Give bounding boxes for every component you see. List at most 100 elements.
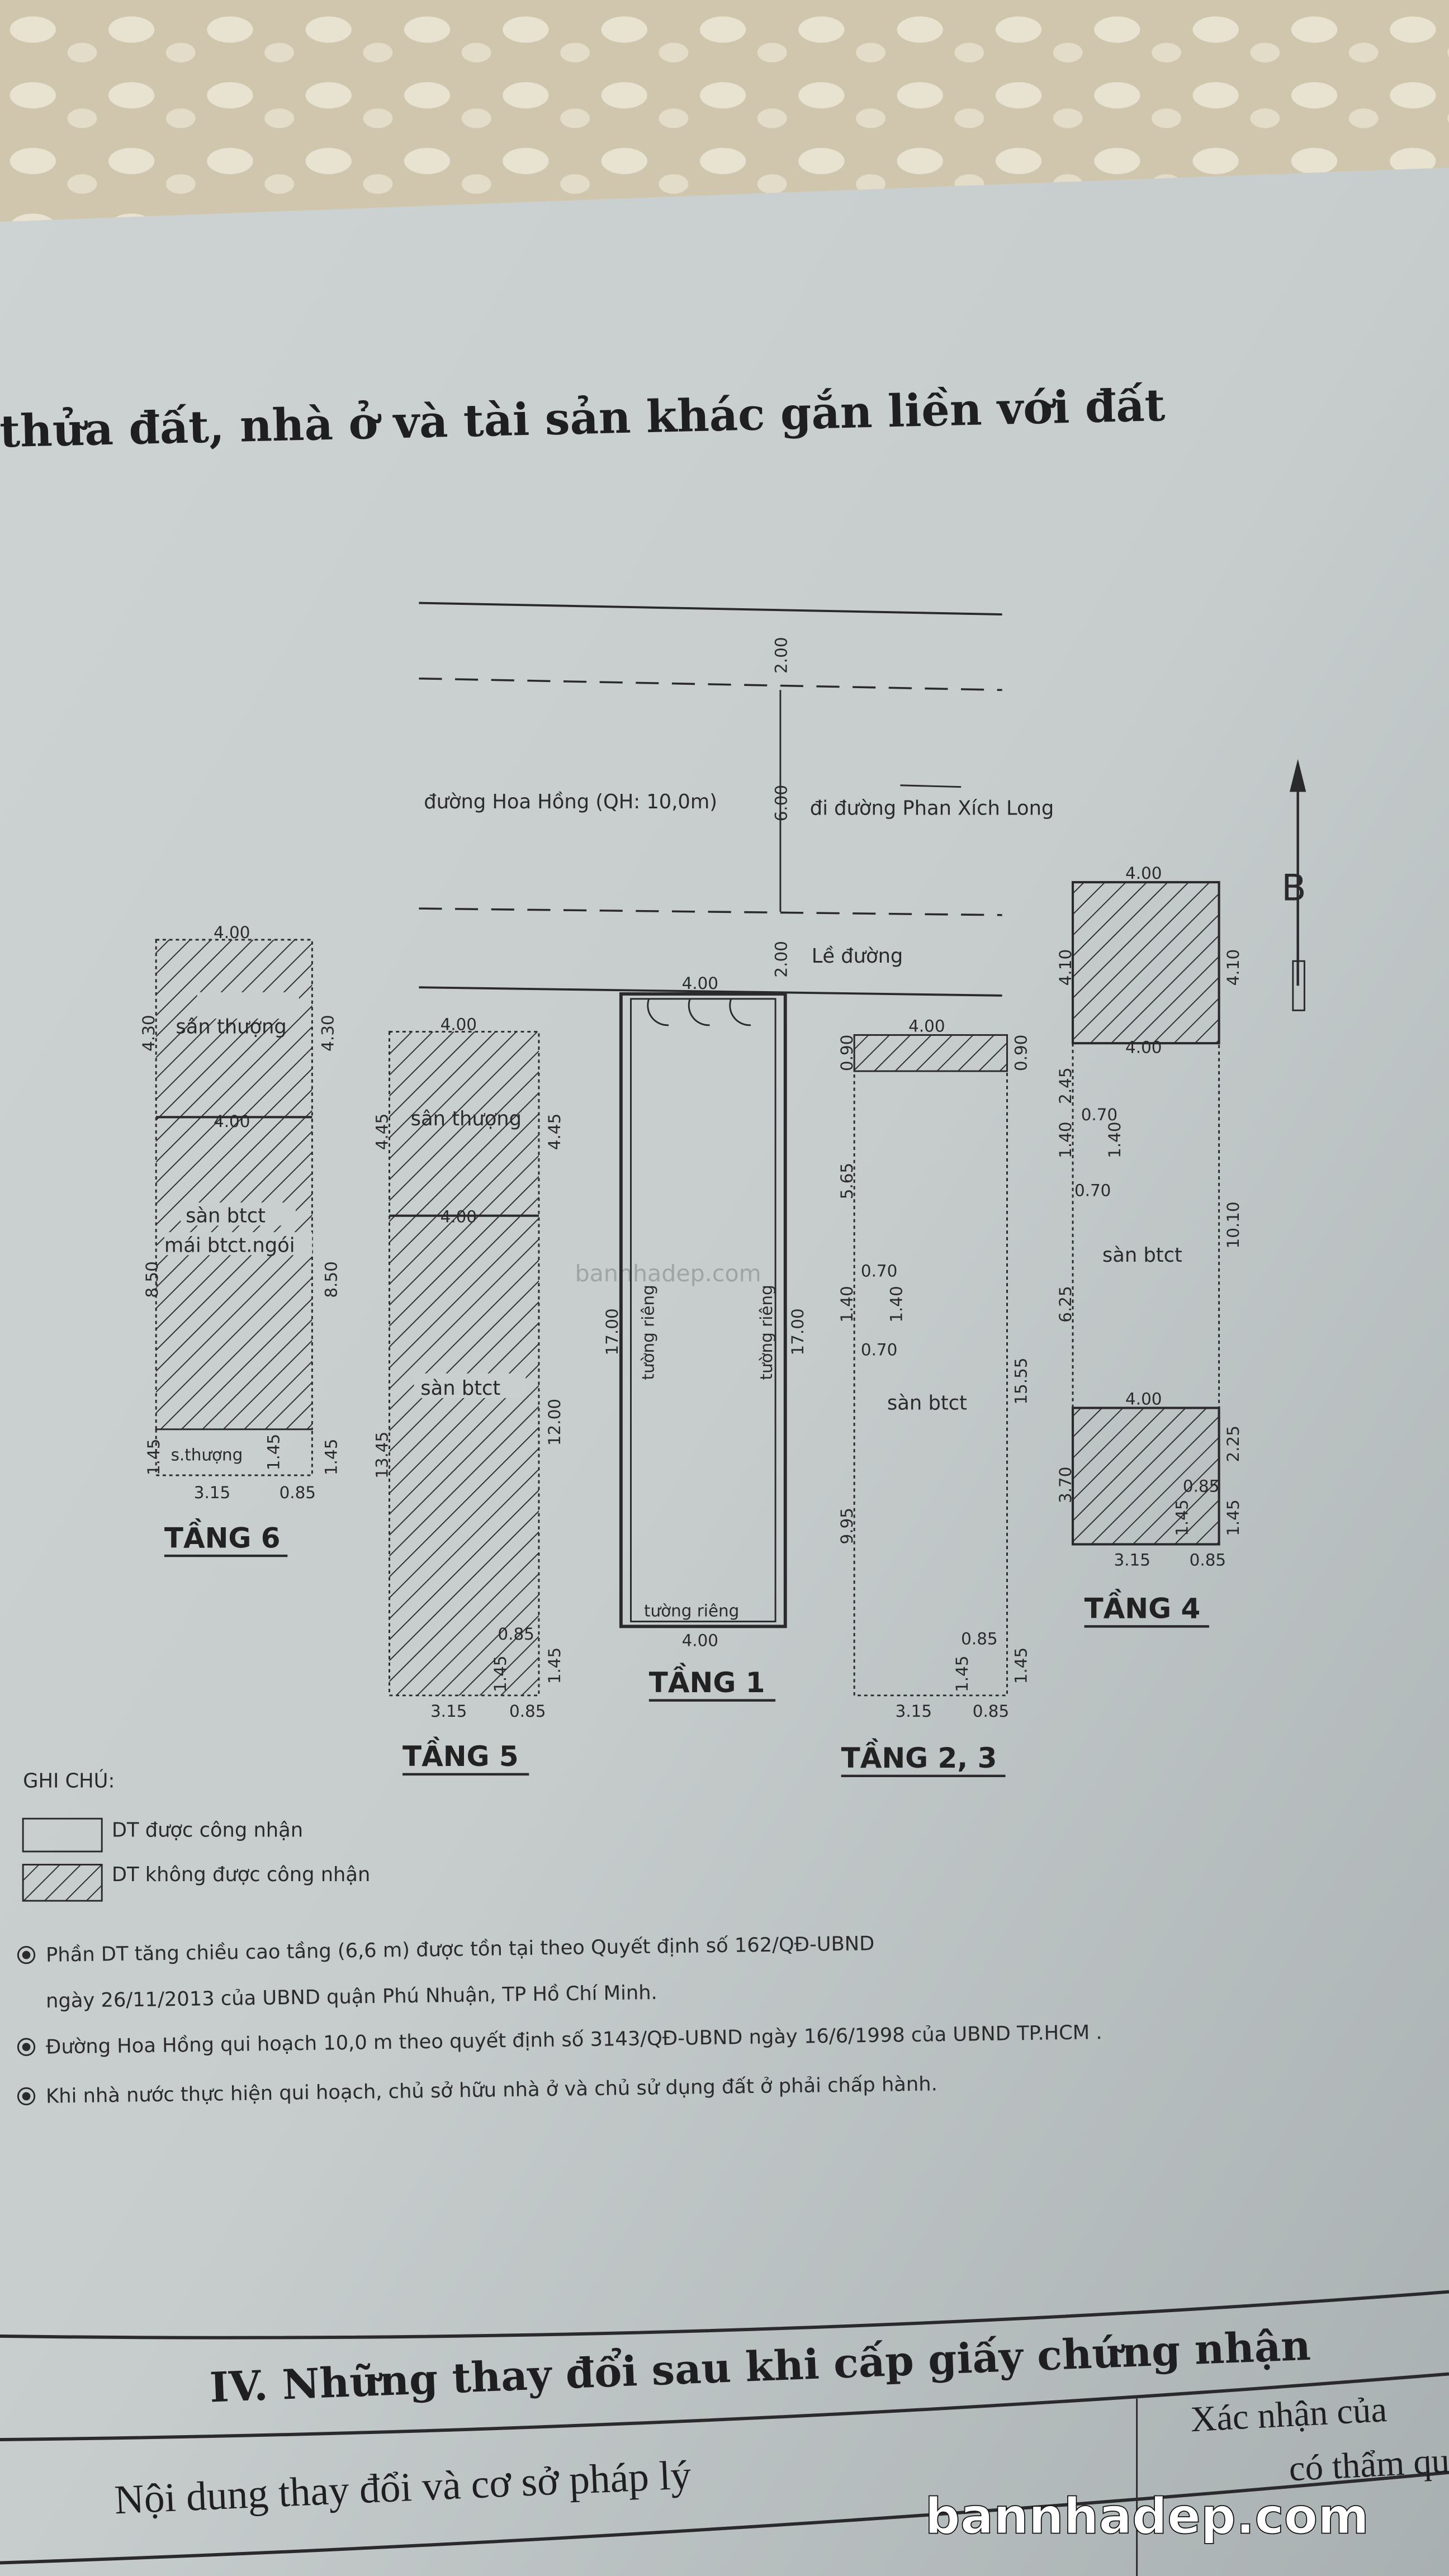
- dimension: 5.65: [837, 1163, 856, 1199]
- dimension: 3.70: [1056, 1467, 1075, 1503]
- floor-label: sân thượng: [411, 1107, 522, 1130]
- dimension: 6.25: [1056, 1286, 1075, 1322]
- dimension: 4.45: [373, 1114, 392, 1150]
- dimension: 4.00: [214, 1112, 250, 1131]
- dimension: 17.00: [603, 1308, 622, 1355]
- dimension: 0.85: [498, 1625, 534, 1644]
- floor-title: TẦNG 6: [164, 1518, 281, 1554]
- dimension: 3.15: [194, 1483, 230, 1502]
- dimension: 4.00: [1125, 1390, 1162, 1409]
- bullet-icon: [22, 2092, 31, 2101]
- dimension: 12.00: [545, 1399, 564, 1446]
- label-bg: [181, 1202, 296, 1226]
- inner-wall: [630, 998, 776, 1623]
- dimension: 0.70: [861, 1261, 897, 1280]
- dimension: 1.45: [321, 1439, 340, 1475]
- floor-label: sàn btct: [1102, 1244, 1182, 1267]
- dimension: 0.85: [280, 1483, 316, 1502]
- dimension: 0.70: [1074, 1181, 1111, 1200]
- dimension: 4.00: [214, 923, 250, 942]
- floor-title: TẦNG 1: [649, 1663, 765, 1699]
- dimension: 1.40: [1105, 1121, 1124, 1158]
- dimension: 8.50: [143, 1261, 162, 1298]
- dimension: 4.00: [441, 1207, 477, 1226]
- hatched-area: [155, 939, 313, 1431]
- dimension: 0.70: [1081, 1105, 1117, 1124]
- dimension: 4.30: [319, 1015, 338, 1051]
- dimension: 1.40: [1056, 1121, 1075, 1158]
- floor-label: mái btct.ngói: [164, 1234, 295, 1257]
- table-border: [0, 2290, 1449, 2340]
- floor-plan-6: sân thượng sàn btct mái btct.ngói s.thượ…: [139, 923, 340, 1557]
- faint-watermark: bannhadep.com: [575, 1260, 761, 1287]
- sidewalk-label: Lề đường: [812, 945, 903, 968]
- road-name: đường Hoa Hồng (QH: 10,0m): [424, 790, 717, 813]
- floor-plan-4: 4.00 4.10 4.10 4.00 2.45 0.70 1.40 1.40 …: [1056, 864, 1243, 1628]
- wall-label: tường riêng: [639, 1285, 658, 1380]
- road-dim-top: 2.00: [772, 637, 791, 673]
- table-header-confirmation-cont: có thẩm qu: [1288, 2440, 1449, 2489]
- road-dim-sidewalk: 2.00: [772, 941, 791, 977]
- dimension: 4.10: [1224, 949, 1243, 986]
- legend-recognized: DT được công nhận: [112, 1819, 303, 1842]
- dimension: 4.00: [682, 1631, 718, 1650]
- floor-plan-5: sân thượng sàn btct 4.00 4.45 4.45 4.00 …: [373, 1015, 564, 1776]
- floor-title: TẦNG 4: [1085, 1589, 1201, 1625]
- road-dim-middle: 6.00: [772, 785, 791, 821]
- dimension: 17.00: [788, 1308, 807, 1355]
- dimension: 0.85: [1190, 1551, 1226, 1570]
- dimension: 0.85: [509, 1702, 546, 1721]
- floor-label: sàn btct: [887, 1391, 967, 1414]
- door-swing-icon: [647, 998, 751, 1026]
- dimension: 1.45: [264, 1434, 283, 1470]
- wall-label: tường riêng: [757, 1285, 776, 1380]
- hatched-area: [1071, 881, 1220, 1045]
- dimension: 3.15: [896, 1702, 932, 1721]
- legend-not-recognized: DT không được công nhận: [112, 1863, 370, 1886]
- dimension: 1.45: [545, 1647, 564, 1684]
- dimension: 3.15: [430, 1702, 467, 1721]
- hatched-area: [389, 1031, 540, 1697]
- legend: GHI CHÚ: DT được công nhận DT không được…: [22, 1769, 370, 1902]
- bullet-icon: [22, 1950, 31, 1959]
- dimension: 2.25: [1224, 1426, 1243, 1462]
- legend-title: GHI CHÚ:: [23, 1769, 115, 1792]
- label-bg: [197, 992, 299, 1019]
- dimension: 0.90: [1012, 1035, 1031, 1071]
- watermark: bannhadep.com: [925, 2488, 1370, 2545]
- dimension: 4.00: [441, 1015, 477, 1034]
- dimension: 1.45: [953, 1656, 972, 1692]
- dimension: 1.45: [144, 1439, 163, 1475]
- sidewalk-line: [419, 986, 1002, 997]
- road-boundary-line: [419, 602, 1002, 616]
- dimension: 13.45: [373, 1432, 392, 1479]
- arrow-head-icon: [1289, 759, 1306, 792]
- floor-title: TẦNG 5: [402, 1736, 519, 1773]
- dimension: 0.85: [973, 1702, 1009, 1721]
- dimension: 4.00: [682, 974, 718, 993]
- dimension: 1.45: [1173, 1499, 1192, 1536]
- label-bg: [414, 1373, 526, 1398]
- dimension: 0.85: [1183, 1476, 1219, 1495]
- table-border: [0, 2470, 1449, 2565]
- floor-label: s.thượng: [171, 1446, 243, 1465]
- dimension: 9.95: [837, 1508, 856, 1544]
- floor-label: sàn btct: [186, 1204, 266, 1227]
- dimension: 1.40: [887, 1286, 906, 1322]
- arrow-tail-icon: [1292, 960, 1305, 1011]
- direction-arrow-icon: [900, 784, 962, 788]
- dimension: 1.45: [1224, 1499, 1243, 1536]
- dimension: 0.70: [861, 1340, 897, 1359]
- dimension: 4.00: [1125, 864, 1162, 883]
- wall-label: tường riêng: [644, 1602, 739, 1621]
- dimension: 0.85: [961, 1630, 997, 1649]
- hatched-area: [1071, 1407, 1220, 1546]
- road-diagram: 2.00 6.00 2.00 đường Hoa Hồng (QH: 10,0m…: [419, 602, 1054, 997]
- label-bg: [164, 1232, 312, 1256]
- dimension: 1.45: [491, 1656, 510, 1692]
- road-dashed-line: [419, 907, 1002, 916]
- bullet-icon: [17, 2038, 36, 2056]
- hatched-area: [853, 1034, 1008, 1072]
- bullet-icon: [17, 1945, 36, 1964]
